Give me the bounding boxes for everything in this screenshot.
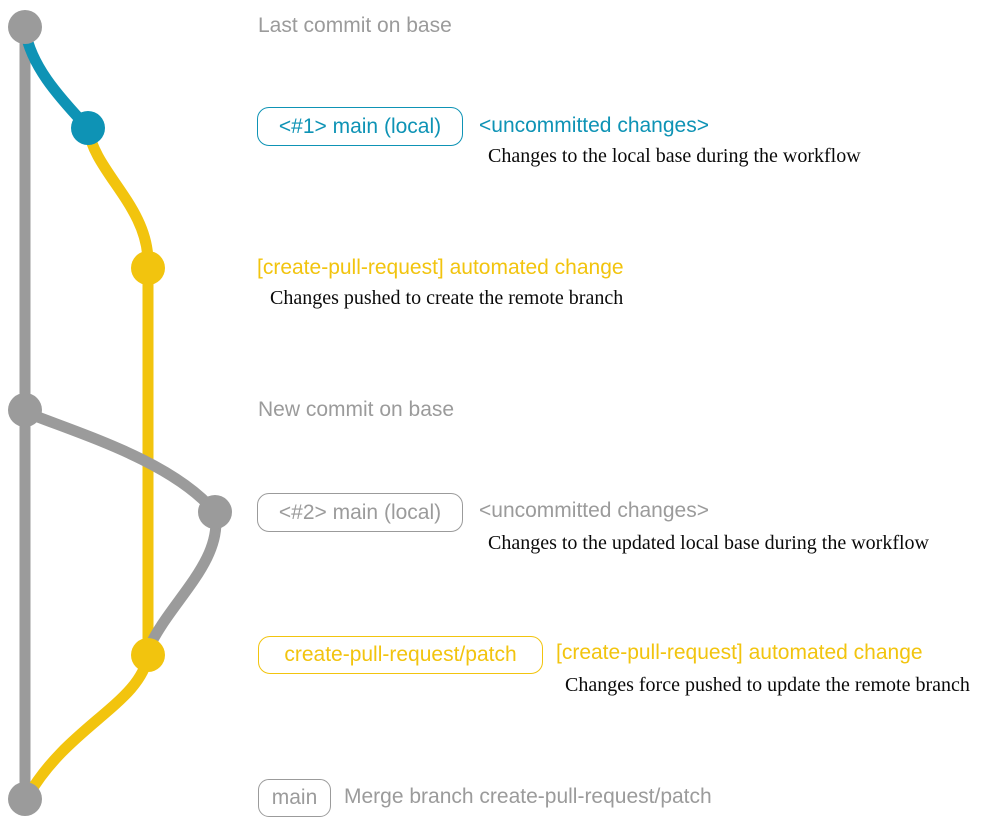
commit-dot-uncommitted-1 (71, 111, 105, 145)
commit-dot-merge (8, 782, 42, 816)
uncommitted-changes-2-description: Changes to the updated local base during… (488, 532, 929, 554)
branch-tag-main: main (258, 779, 331, 817)
automated-change-2-label: [create-pull-request] automated change (556, 641, 923, 664)
branch-tag-main-local-1-label: <#1> main (local) (278, 114, 442, 138)
merge-commit-message: Merge branch create-pull-request/patch (344, 785, 712, 808)
patch-branch-line (22, 122, 154, 802)
branch-tag-create-pull-request-patch: create-pull-request/patch (258, 636, 543, 674)
branch-tag-main-local-2: <#2> main (local) (257, 493, 463, 532)
new-commit-on-base-label: New commit on base (258, 398, 455, 421)
uncommitted-changes-2-label: <uncommitted changes> (479, 499, 709, 522)
branch-tag-main-local-1: <#1> main (local) (257, 107, 463, 146)
automated-change-2-description: Changes force pushed to update the remot… (565, 674, 970, 696)
uncommitted-changes-1-label: <uncommitted changes> (479, 114, 709, 137)
branch-tag-create-pull-request-patch-label: create-pull-request/patch (284, 643, 517, 666)
updated-base-edge (19, 406, 221, 518)
commit-dot-automated-1 (131, 251, 165, 285)
rebase-edge (142, 506, 222, 656)
commit-dot-last-base (8, 10, 42, 44)
uncommitted-changes-1-description: Changes to the local base during the wor… (488, 145, 861, 167)
branch-tag-main-label: main (271, 786, 318, 809)
commit-dot-automated-2 (131, 638, 165, 672)
uncommitted-changes-edge-1 (19, 24, 94, 134)
automated-change-1-description: Changes pushed to create the remote bran… (270, 287, 624, 309)
commit-dot-uncommitted-2 (198, 495, 232, 529)
automated-change-1-label: [create-pull-request] automated change (257, 256, 624, 279)
last-commit-on-base-label: Last commit on base (258, 14, 452, 37)
commit-dot-new-base (8, 393, 42, 427)
branch-tag-main-local-2-label: <#2> main (local) (278, 500, 442, 524)
